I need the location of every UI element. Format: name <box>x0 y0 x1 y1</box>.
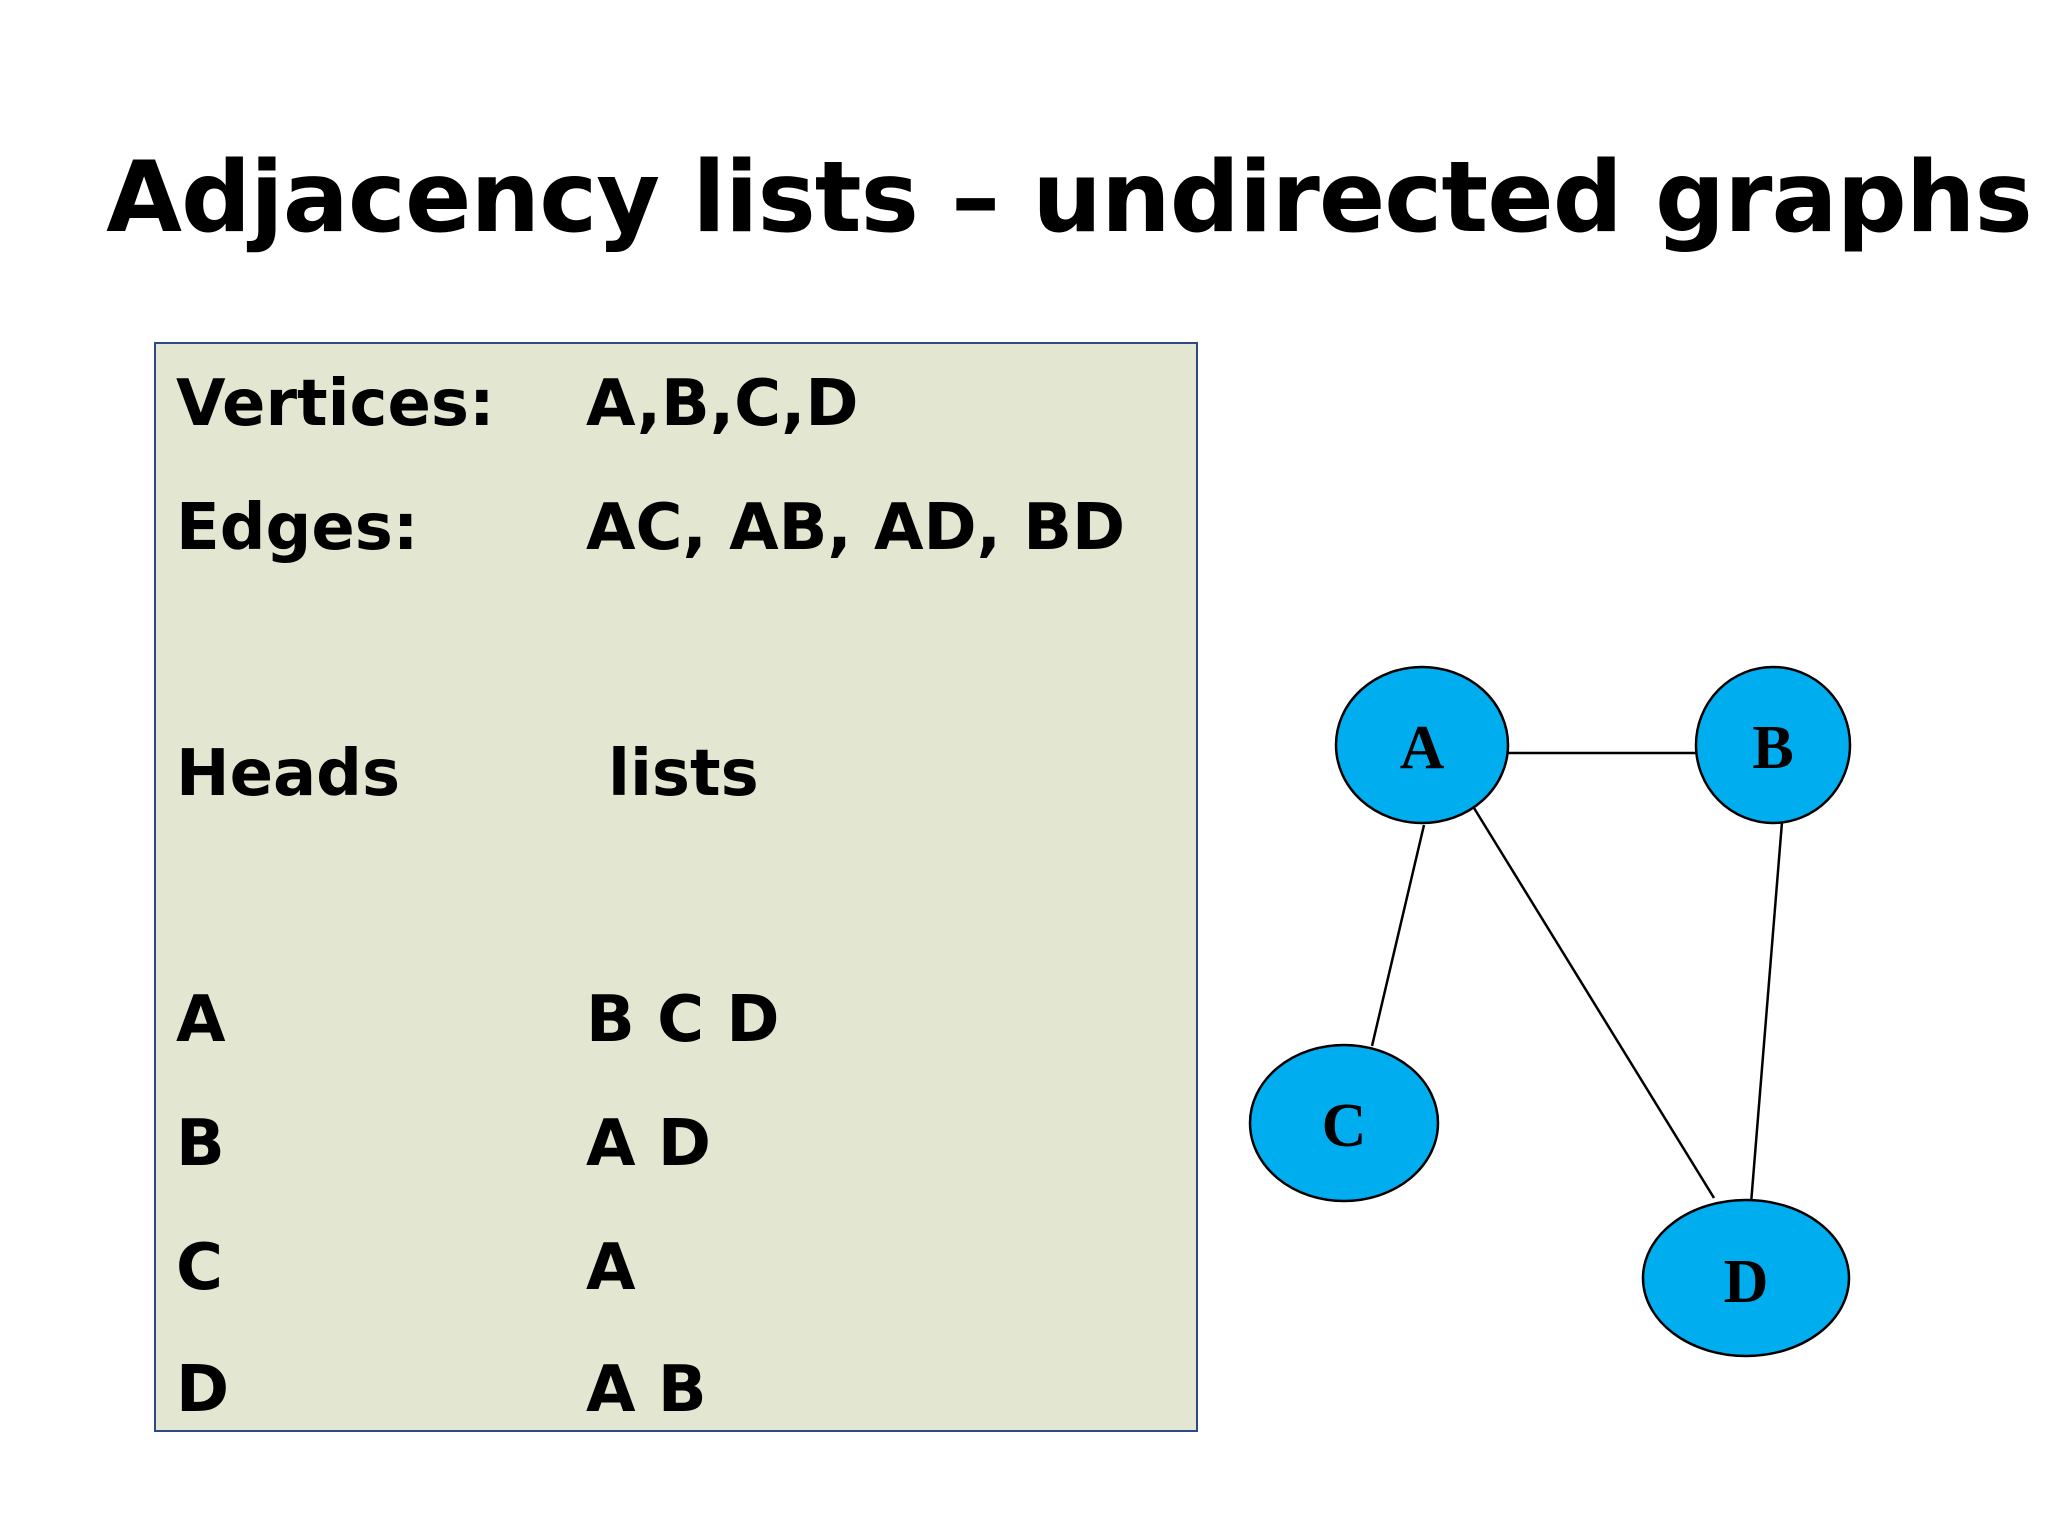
vertices-value: A,B,C,D <box>586 367 859 441</box>
graph-edge <box>1370 824 1426 1047</box>
row-head: B <box>176 1107 225 1181</box>
edges-value: AC, AB, AD, BD <box>586 491 1126 565</box>
row-list: A B <box>586 1353 707 1427</box>
node-label: D <box>1724 1248 1769 1316</box>
edges-label: Edges: <box>176 491 419 565</box>
row-head: A <box>176 983 226 1057</box>
slide-title: Adjacency lists – undirected graphs <box>106 141 2033 255</box>
graph-node-b: B <box>1694 665 1852 825</box>
node-label: C <box>1322 1092 1367 1160</box>
row-head: C <box>176 1231 223 1305</box>
graph-node-d: D <box>1641 1198 1851 1358</box>
graph-edge <box>1748 821 1784 1217</box>
row-head: D <box>176 1353 230 1427</box>
graph-edge <box>1472 807 1716 1199</box>
row-list: B C D <box>586 983 780 1057</box>
row-list: A D <box>586 1107 711 1181</box>
graph-node-a: A <box>1334 665 1510 825</box>
lists-header: lists <box>608 737 759 811</box>
row-list: A <box>586 1231 636 1305</box>
node-label: B <box>1752 714 1793 782</box>
node-label: A <box>1400 714 1445 782</box>
graph-node-c: C <box>1248 1043 1440 1203</box>
heads-header: Heads <box>176 737 401 811</box>
vertices-label: Vertices: <box>176 367 495 441</box>
adjacency-list-box: Vertices: A,B,C,D Edges: AC, AB, AD, BD … <box>154 342 1198 1432</box>
